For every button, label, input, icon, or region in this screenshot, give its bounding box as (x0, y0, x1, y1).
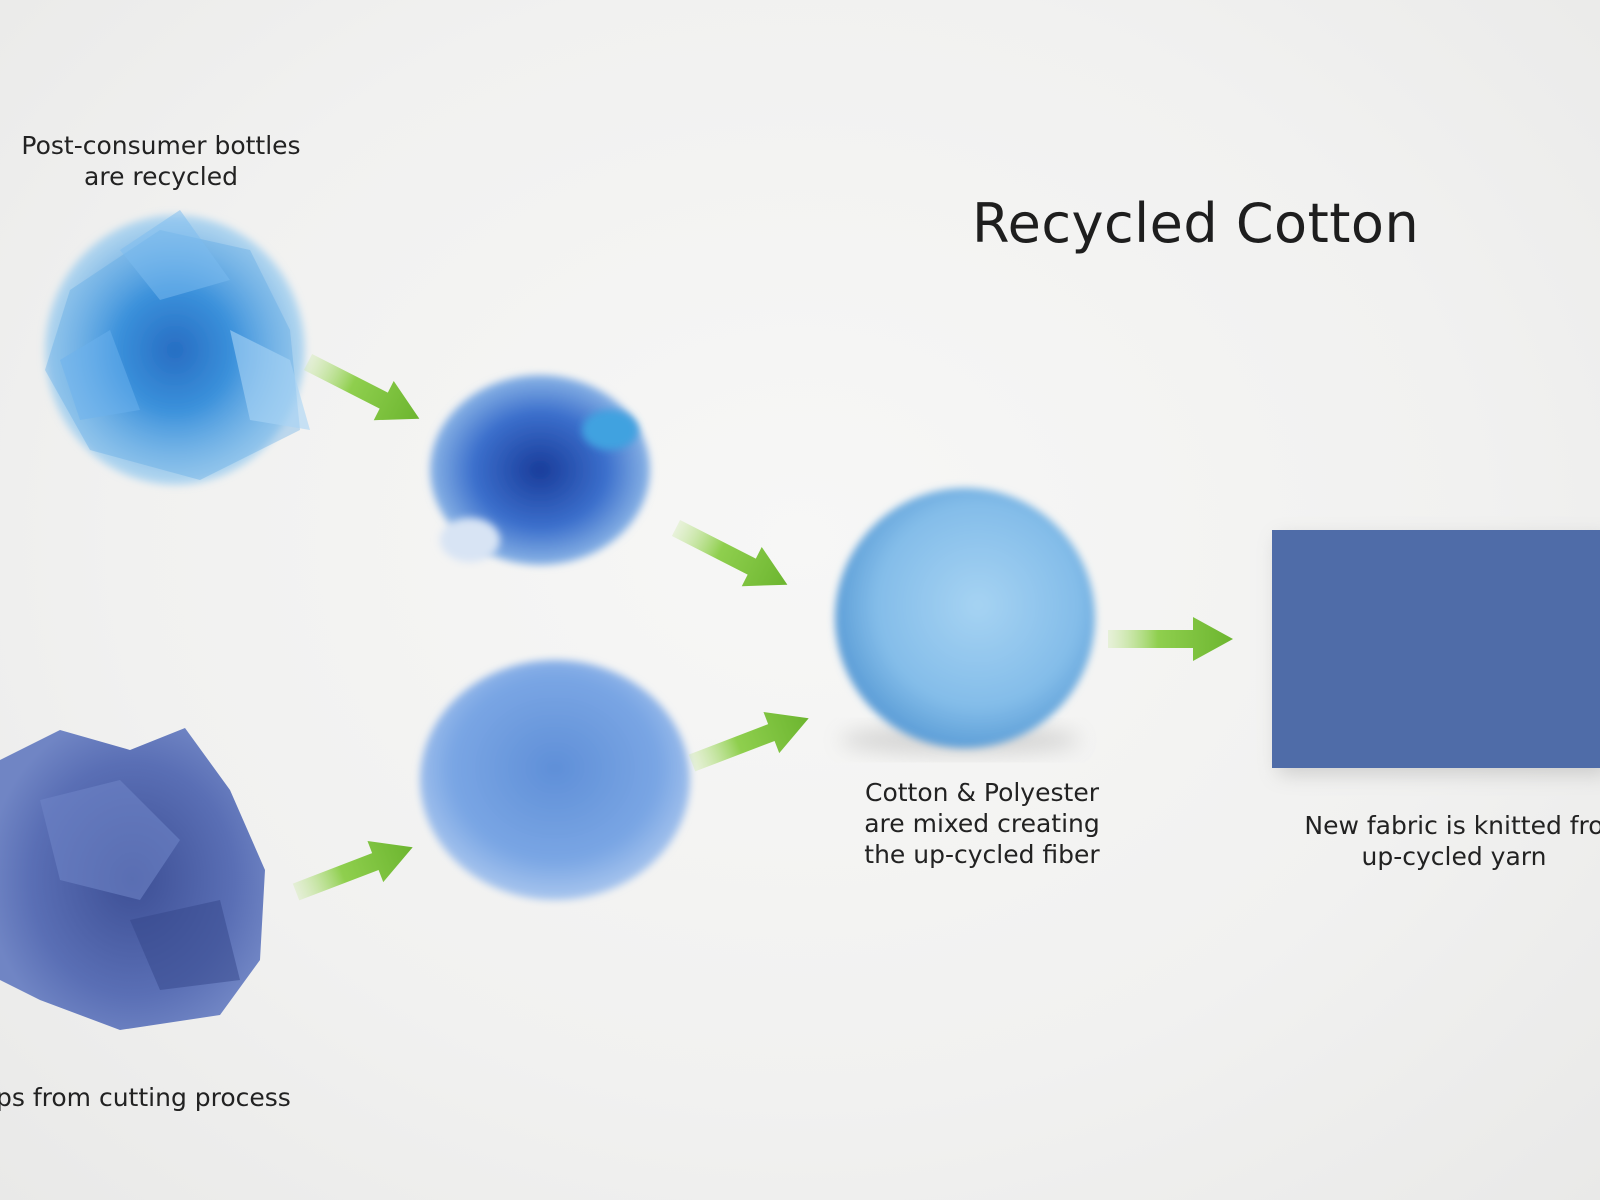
label-scraps: ps from cutting process (0, 1082, 291, 1113)
cotton-scraps (0, 728, 265, 1030)
label-line: Post-consumer bottles (21, 131, 301, 160)
arrow-scraps-to-cotton (288, 826, 421, 913)
arrow-bottles-to-fiber (298, 342, 430, 439)
label-line: Cotton & Polyester (865, 778, 1099, 807)
mixed-fiber-ball (835, 488, 1095, 754)
plastic-bottle-flakes (45, 210, 310, 485)
arrow-mix-to-fabric (1108, 617, 1233, 661)
arrow-cotton-to-mix (684, 697, 817, 784)
polyester-fiber (430, 375, 650, 565)
label-line: are recycled (84, 162, 238, 191)
label-line: the up-cycled fiber (864, 840, 1100, 869)
arrow-polyester-to-mix (666, 508, 798, 605)
label-line: up-cycled yarn (1361, 842, 1547, 871)
knitted-fabric (1272, 530, 1600, 774)
label-mixed: Cotton & Polyester are mixed creating th… (832, 777, 1132, 870)
label-line: ps from cutting process (0, 1083, 291, 1112)
label-line: New fabric is knitted fro (1304, 811, 1600, 840)
label-fabric: New fabric is knitted fro up-cycled yarn (1274, 810, 1600, 872)
page-title: Recycled Cotton (972, 192, 1420, 255)
label-bottles: Post-consumer bottles are recycled (0, 130, 322, 192)
cotton-fiber (420, 660, 690, 900)
label-line: are mixed creating (864, 809, 1100, 838)
